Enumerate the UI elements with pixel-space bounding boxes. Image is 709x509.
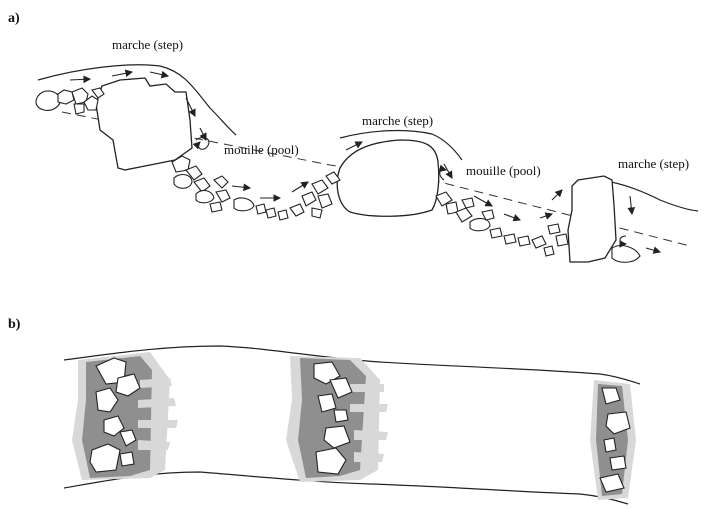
step-boulder-1: [96, 78, 192, 170]
step-boulder-3: [568, 176, 616, 262]
label-step-1: marche (step): [112, 37, 183, 52]
rocks-pool-2: [436, 192, 568, 256]
panel-a-letter: a): [8, 11, 20, 26]
step-boulder-2: [337, 140, 439, 216]
label-step-3: marche (step): [618, 156, 689, 171]
rock: [612, 246, 640, 263]
rocks-upstream: [36, 88, 104, 114]
label-pool-2: mouille (pool): [466, 163, 541, 178]
rocks-pool-1: [172, 156, 340, 220]
panel-a-profile: a): [8, 11, 698, 262]
label-step-2: marche (step): [362, 113, 433, 128]
label-pool-1: mouille (pool): [224, 142, 299, 157]
panel-b-planview: b): [8, 317, 640, 504]
panel-b-letter: b): [8, 317, 21, 332]
